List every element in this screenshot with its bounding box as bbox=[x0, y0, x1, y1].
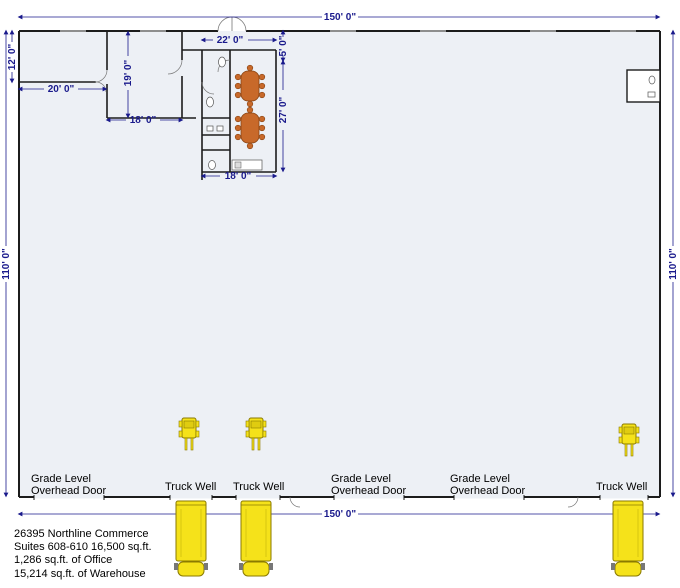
office-doors bbox=[94, 59, 231, 95]
grade-door-3-label-line2: Overhead Door bbox=[450, 485, 526, 497]
truck-well-2-label: Truck Well bbox=[233, 481, 284, 493]
toilet-icon bbox=[208, 160, 216, 170]
grade-door-2-label-line1: Grade Level bbox=[331, 473, 391, 485]
office-a-height-label: 12' 0" bbox=[7, 43, 18, 70]
toilet-icon bbox=[206, 96, 214, 108]
toilet-icon bbox=[218, 56, 226, 68]
bottom-width-label: 150' 0" bbox=[324, 509, 356, 520]
truck-icon bbox=[610, 500, 646, 577]
corridor-height-label: 5' 0" bbox=[278, 35, 289, 56]
top-width-label: 150' 0" bbox=[324, 12, 356, 23]
kitchen-counter bbox=[231, 159, 263, 171]
corridor-width-label: 22' 0" bbox=[217, 35, 244, 46]
break-room-width-label: 18' 0" bbox=[225, 171, 252, 182]
grade-door-1-label-line1: Grade Level bbox=[31, 473, 91, 485]
left-height-label: 110' 0" bbox=[1, 248, 12, 280]
restroom-fixtures bbox=[206, 56, 263, 171]
office-walls bbox=[19, 31, 277, 180]
truck-well-1-label: Truck Well bbox=[165, 481, 216, 493]
entry-door bbox=[217, 16, 247, 32]
office-a-width-label: 20' 0" bbox=[48, 84, 75, 95]
property-info: 26395 Northline Commerce Suites 608-610 … bbox=[14, 528, 152, 581]
sink-icon bbox=[647, 91, 656, 98]
suite-line: Suites 608-610 16,500 sq.ft. bbox=[14, 541, 152, 554]
toilet-icon bbox=[648, 75, 656, 85]
right-height-label: 110' 0" bbox=[668, 248, 679, 280]
office-area-line: 1,286 sq.ft. of Office bbox=[14, 554, 113, 567]
truck-icon bbox=[238, 500, 274, 577]
dimension-lines bbox=[3, 14, 676, 517]
address-line: 26395 Northline Commerce bbox=[14, 528, 149, 540]
warehouse-area-line: 15,214 sq.ft. of Warehouse bbox=[14, 567, 146, 580]
office-b-width-label: 18' 0" bbox=[130, 115, 157, 126]
utility-room bbox=[626, 69, 661, 103]
bottom-door-jambs bbox=[33, 495, 649, 500]
break-room-height-label: 27' 0" bbox=[278, 96, 289, 123]
grade-door-3-label-line1: Grade Level bbox=[450, 473, 510, 485]
grade-door-1-label-line2: Overhead Door bbox=[31, 485, 107, 497]
truck-well-3-label: Truck Well bbox=[596, 481, 647, 493]
sink-icon bbox=[216, 125, 224, 132]
man-doors bbox=[289, 496, 579, 508]
office-b-height-label: 19' 0" bbox=[123, 59, 134, 86]
grade-door-2-label-line2: Overhead Door bbox=[331, 485, 407, 497]
sink-icon bbox=[206, 125, 214, 132]
sink-icon bbox=[234, 161, 242, 169]
truck-icon bbox=[173, 500, 209, 577]
warehouse-floor bbox=[19, 31, 660, 497]
